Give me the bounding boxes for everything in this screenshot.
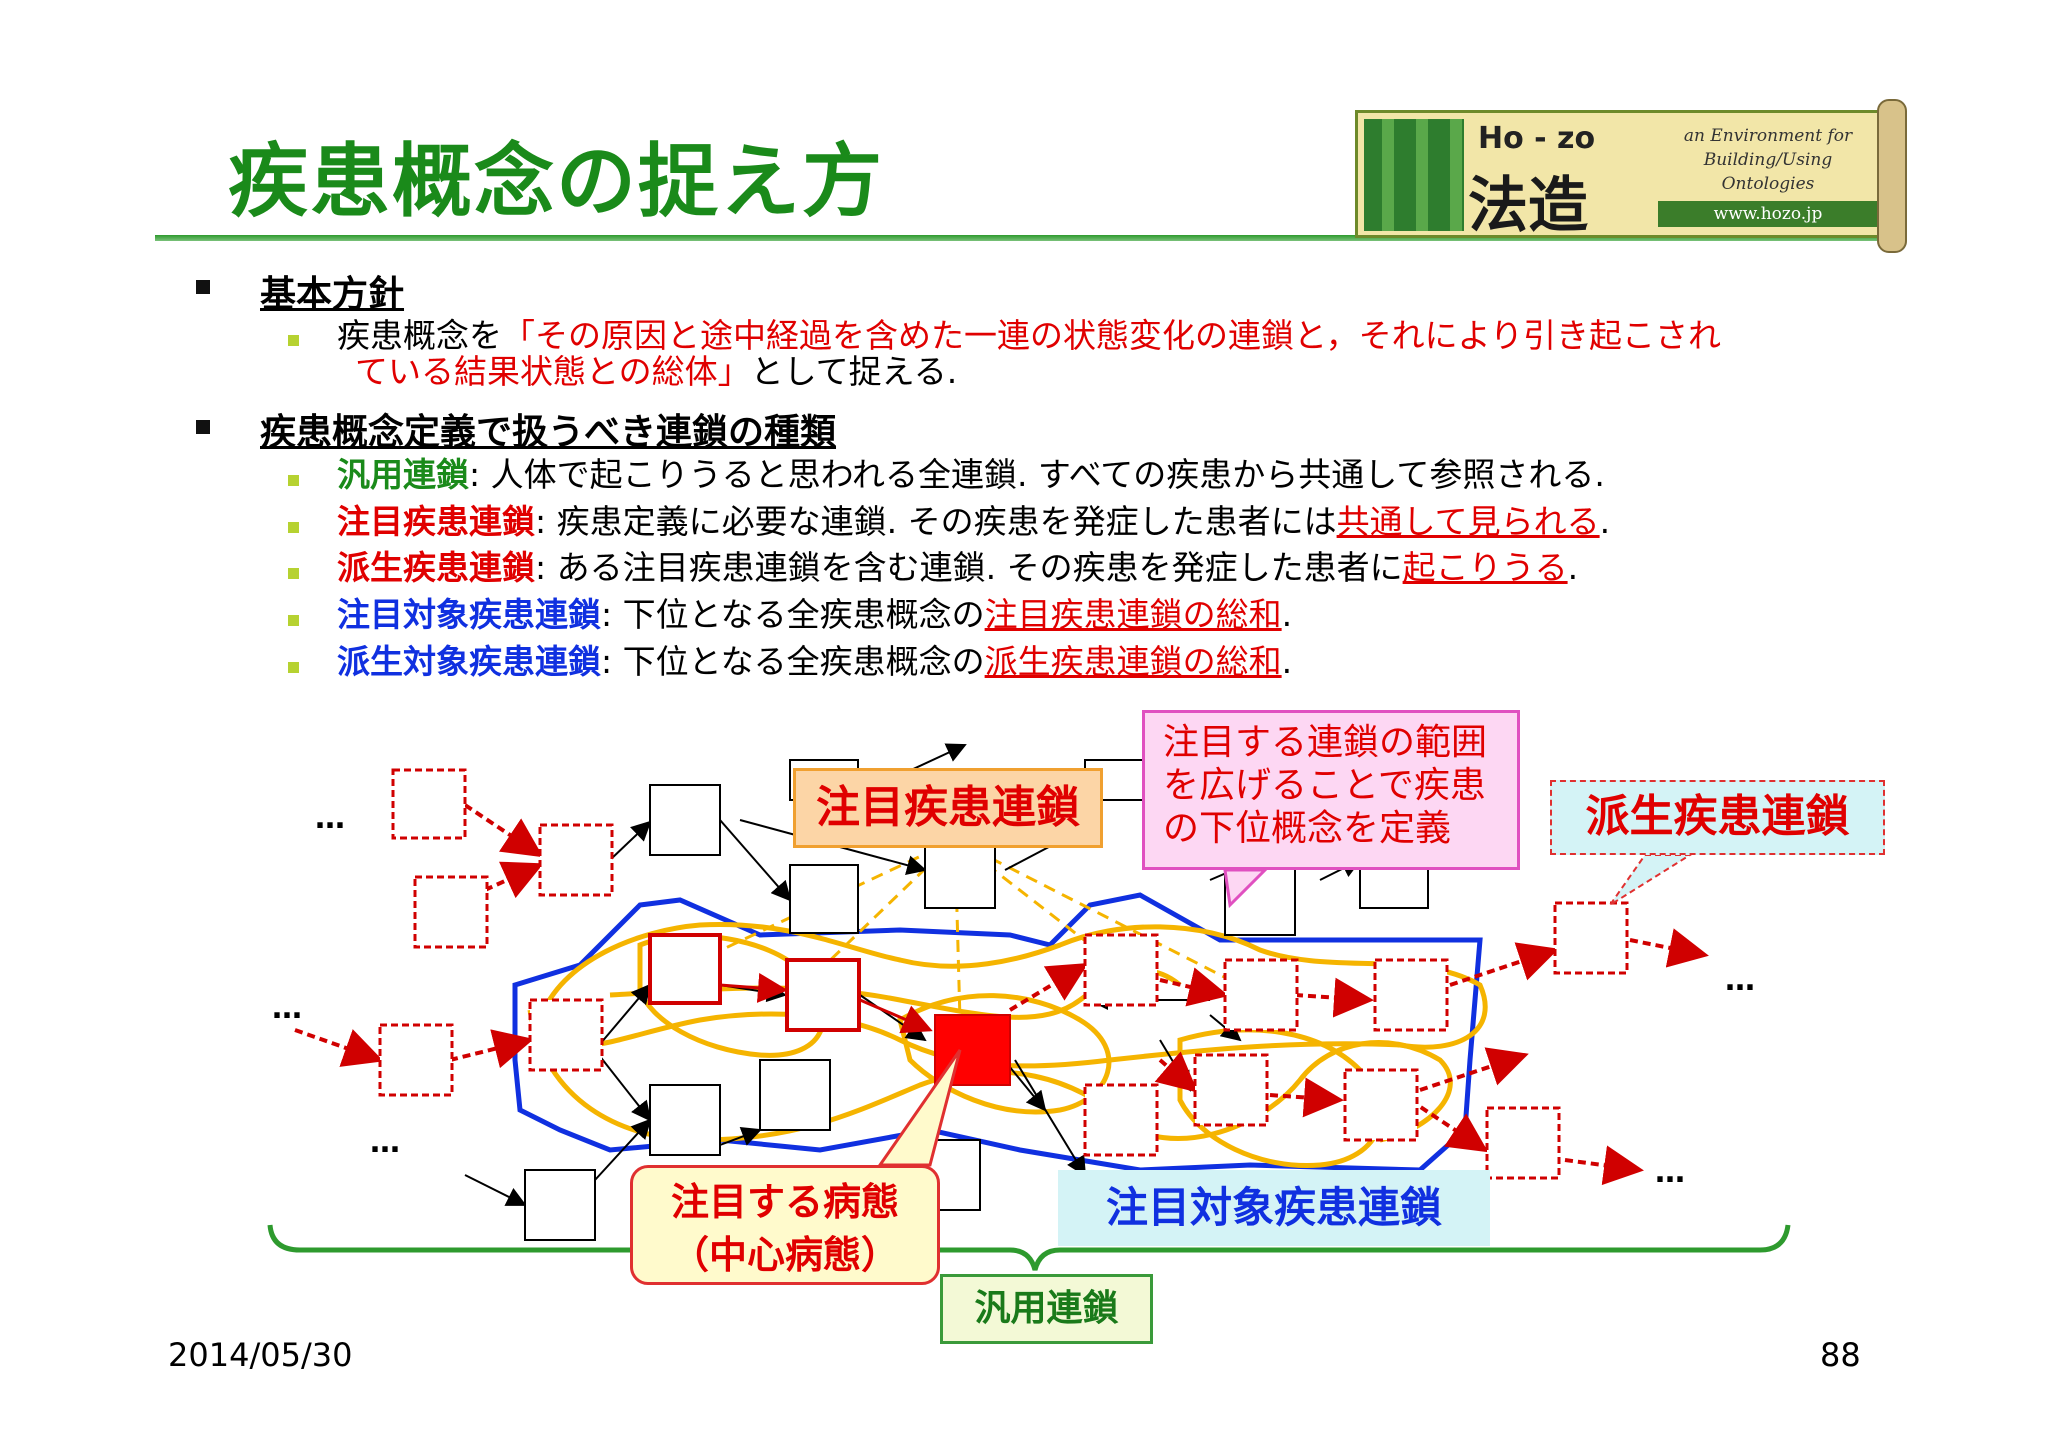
callout-line: 注目する連鎖の範囲 <box>1163 722 1488 763</box>
term-target-derived: 派生対象疾患連鎖 <box>337 642 601 681</box>
policy-text-red-2: ている結果状態との総体」 <box>355 352 751 391</box>
sub-bullet-icon <box>288 662 299 673</box>
page-title: 疾患概念の捉え方 <box>228 135 884 228</box>
bullet-square-icon <box>196 420 210 434</box>
policy-text-line-2: ている結果状態との総体」として捉える. <box>355 352 957 392</box>
callout-line: の下位概念を定義 <box>1163 808 1452 850</box>
sub-bullet-icon <box>288 568 299 579</box>
hozo-logo: Ho - zo 法造 an Environment for Building/U… <box>1355 99 1907 253</box>
scroll-icon <box>1877 99 1907 253</box>
target-chain-label: 注目対象疾患連鎖 <box>1058 1170 1490 1246</box>
sub-bullet-icon <box>288 335 299 346</box>
desc: : 下位となる全疾患概念の <box>601 642 985 681</box>
list-item: 派生対象疾患連鎖: 下位となる全疾患概念の派生疾患連鎖の総和. <box>337 642 1292 682</box>
policy-text-red-1: 「その原因と途中経過を含めた一連の状態変化の連鎖と，それにより引き起こされ <box>502 316 1722 355</box>
derived-chain-label: 派生疾患連鎖 <box>1550 780 1885 855</box>
ellipsis: … <box>272 991 302 1026</box>
bamboo-icon <box>1364 119 1464 231</box>
policy-text-a: 疾患概念を <box>337 316 502 355</box>
tail: . <box>1567 548 1579 587</box>
general-chain-label: 汎用連鎖 <box>940 1274 1153 1344</box>
ellipsis: … <box>315 801 345 836</box>
desc: : 疾患定義に必要な連鎖. その疾患を発症した患者には <box>535 502 1337 541</box>
term-general: 汎用連鎖 <box>337 455 469 494</box>
callout-line: を広げることで疾患 <box>1163 765 1486 807</box>
link-text: 共通して見られる <box>1336 502 1600 541</box>
tail: . <box>1281 595 1293 634</box>
logo-url: www.hozo.jp <box>1658 201 1878 227</box>
central-state-line: （中心病態） <box>670 1233 899 1278</box>
desc: : 人体で起こりうると思われる全連鎖. すべての疾患から共通して参照される. <box>469 455 1605 494</box>
tail: . <box>1281 642 1293 681</box>
bullet-square-icon <box>196 280 210 294</box>
logo-kanji: 法造 <box>1468 171 1588 241</box>
sub-bullet-icon <box>288 615 299 626</box>
callout-pointer <box>1223 868 1269 909</box>
focus-solid-arrows <box>719 972 933 1034</box>
types-heading: 疾患概念定義で扱うべき連鎖の種類 <box>260 412 837 453</box>
list-item: 派生疾患連鎖: ある注目疾患連鎖を含む連鎖. その疾患を発症した患者に起こりうる… <box>337 548 1578 588</box>
target-chain-boundary <box>512 892 1483 1173</box>
page-number: 88 <box>1820 1336 1861 1374</box>
logo-tagline: an Environment for Building/Using Ontolo… <box>1683 126 1853 194</box>
focus-chain-label: 注目疾患連鎖 <box>793 768 1103 848</box>
ellipsis: … <box>1725 963 1755 998</box>
link-text: 派生疾患連鎖の総和 <box>984 642 1282 681</box>
list-item: 汎用連鎖: 人体で起こりうると思われる全連鎖. すべての疾患から共通して参照され… <box>337 455 1605 495</box>
chain-boxes <box>378 768 1629 1180</box>
ellipsis-marks: … … … … … <box>272 801 1755 1190</box>
list-item: 注目疾患連鎖: 疾患定義に必要な連鎖. その疾患を発症した患者には共通して見られ… <box>337 502 1610 542</box>
sub-bullet-icon <box>288 475 299 486</box>
focus-arrows <box>294 803 1709 1186</box>
desc: : 下位となる全疾患概念の <box>601 595 985 634</box>
term-focus: 注目疾患連鎖 <box>337 502 535 541</box>
link-text: 起こりうる <box>1402 548 1568 587</box>
policy-text-line-1: 疾患概念を「その原因と途中経過を含めた一連の状態変化の連鎖と，それにより引き起こ… <box>337 316 1721 356</box>
ellipsis: … <box>370 1125 400 1160</box>
logo-hozo-text: Ho - zo <box>1478 121 1596 156</box>
scope-callout: 注目する連鎖の範囲 を広げることで疾患 の下位概念を定義 <box>1142 710 1520 870</box>
desc: : ある注目疾患連鎖を含む連鎖. その疾患を発症した患者に <box>535 548 1403 587</box>
policy-heading: 基本方針 <box>260 274 405 315</box>
term-target-focus: 注目対象疾患連鎖 <box>337 595 601 634</box>
link-text: 注目疾患連鎖の総和 <box>984 595 1282 634</box>
central-state-label: 注目する病態 （中心病態） <box>630 1165 940 1285</box>
slide-date: 2014/05/30 <box>168 1336 353 1374</box>
derived-pointer <box>1609 854 1694 906</box>
title-underline <box>155 235 1885 241</box>
tail: . <box>1599 502 1611 541</box>
term-derived: 派生疾患連鎖 <box>337 548 535 587</box>
list-item: 注目対象疾患連鎖: 下位となる全疾患概念の注目疾患連鎖の総和. <box>337 595 1292 635</box>
policy-text-b: として捉える. <box>750 352 958 391</box>
general-chain-brace <box>267 1224 1791 1271</box>
ellipsis: … <box>1655 1155 1685 1190</box>
focus-boxes <box>648 933 861 1032</box>
sub-bullet-icon <box>288 522 299 533</box>
central-state-line: 注目する病態 <box>670 1180 899 1224</box>
